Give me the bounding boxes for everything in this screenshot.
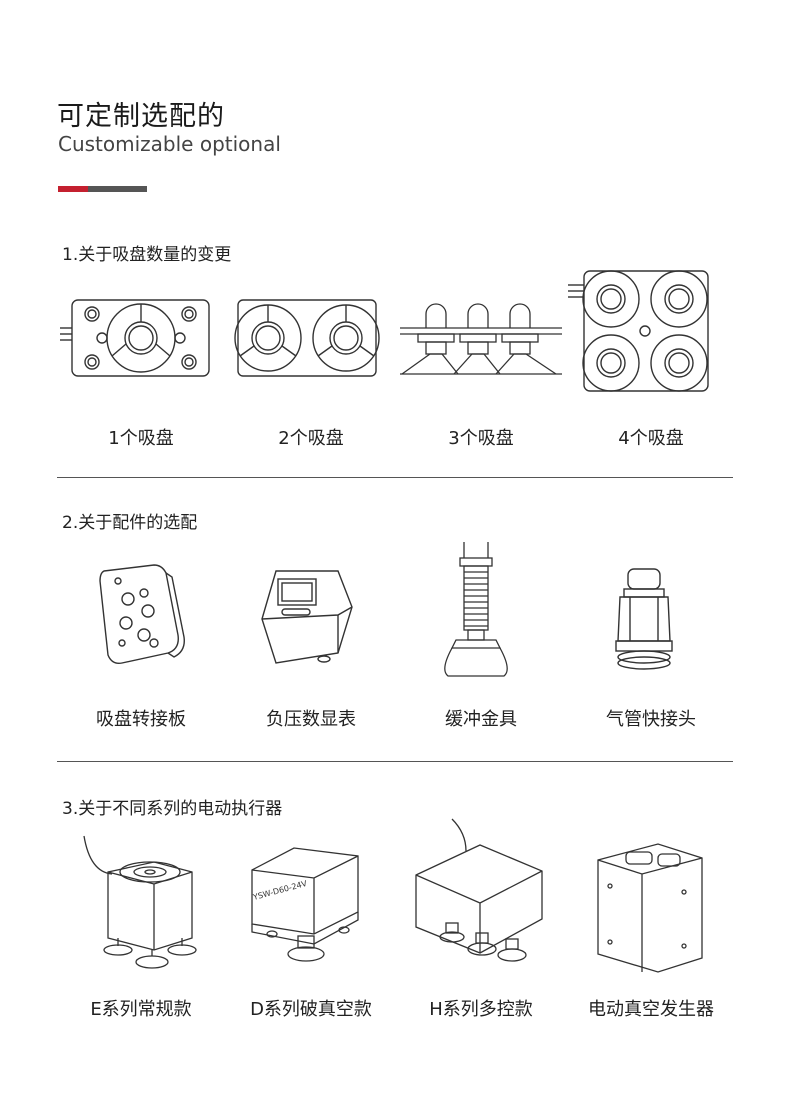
h-series-actuator-icon [396,815,566,980]
item-label-2-cups: 2个吸盘 [278,428,344,449]
item-label-quick-connector: 气管快接头 [606,709,696,730]
section-divider-1 [57,477,733,478]
single-suction-cup-icon [56,290,226,390]
vacuum-generator-icon [566,832,736,977]
section-heading-suction-count: 1.关于吸盘数量的变更 [62,245,232,265]
e-series-actuator-icon [56,832,226,977]
section-heading-actuators: 3.关于不同系列的电动执行器 [62,799,283,819]
accent-bar-red [58,186,88,192]
page-title: 可定制选配的 [57,101,225,132]
section-heading-accessories: 2.关于配件的选配 [62,513,198,533]
d-series-marking: YSW-D60-24V [251,879,308,902]
item-label-vacuum-gauge: 负压数显表 [266,709,356,730]
item-label-1-cup: 1个吸盘 [108,428,174,449]
double-suction-cup-icon [226,290,396,390]
d-series-actuator-icon: YSW-D60-24V [226,836,396,976]
accent-bar-grey [88,186,147,192]
item-label-adapter-plate: 吸盘转接板 [96,709,186,730]
item-label-d-series: D系列破真空款 [250,999,372,1020]
quad-suction-cup-icon [566,265,736,395]
page-subtitle: Customizable optional [58,132,281,156]
buffer-fitting-icon [396,540,566,685]
item-label-vacuum-generator: 电动真空发生器 [588,999,714,1020]
adapter-plate-icon [56,545,226,675]
item-label-e-series: E系列常规款 [90,999,192,1020]
item-label-4-cups: 4个吸盘 [618,428,684,449]
item-label-h-series: H系列多控款 [429,999,533,1020]
section-divider-2 [57,761,733,762]
item-label-3-cups: 3个吸盘 [448,428,514,449]
item-label-buffer-fitting: 缓冲金具 [445,709,517,730]
triple-suction-cup-icon [396,290,566,390]
quick-connector-icon [566,555,736,675]
accent-bar [58,186,147,192]
vacuum-gauge-icon [226,545,396,675]
